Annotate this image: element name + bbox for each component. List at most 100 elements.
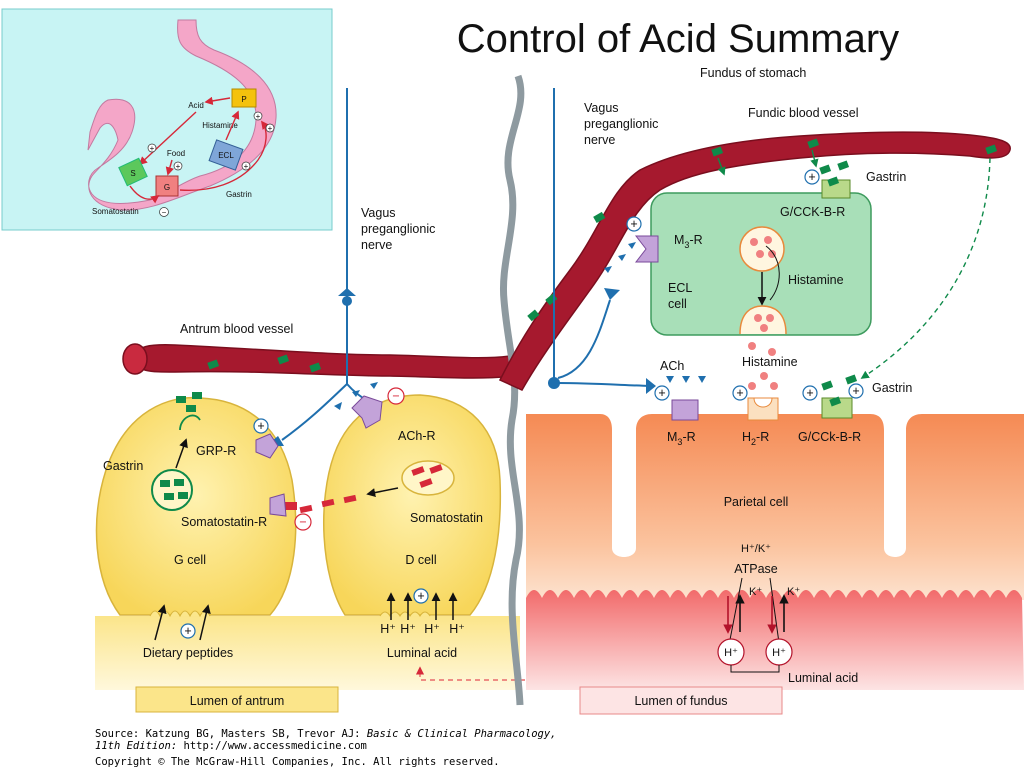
svg-text:−: − [162, 208, 167, 217]
parietal-h2-receptor [747, 397, 779, 421]
source-line-2: 11th Edition: http://www.accessmedicine.… [95, 740, 367, 752]
parietal-cell-label: Parietal cell [724, 495, 789, 509]
ecl-gcck-label: G/CCK-B-R [780, 205, 845, 219]
k-plus-label-2: K⁺ [787, 586, 800, 598]
parietal-m3-receptor [671, 399, 699, 421]
lumen-of-antrum-box [135, 686, 339, 713]
inset-acid-to-s-arrow [138, 111, 197, 166]
h2r-label: H2-R [742, 430, 769, 447]
inset-gastrin-label: Gastrin [226, 190, 252, 199]
inset-ecl-to-p-arrow [225, 110, 240, 141]
vagus-left-label-line1: Vagus [361, 206, 396, 220]
d-cell-acid-arrows [386, 592, 458, 620]
inset-food-arrow [165, 159, 174, 176]
inset-somatostatin-label: Somatostatin [92, 207, 139, 216]
ecl-cell-label-line2: cell [668, 297, 687, 311]
lumen-of-fundus-box [579, 686, 783, 715]
parietal-gcck-label: G/CCk-B-R [798, 430, 861, 444]
somatostatin-r-label: Somatostatin-R [181, 515, 267, 529]
histamine-released-molecules [748, 314, 778, 390]
inset-g-label: G [164, 183, 170, 192]
dietary-peptide-arrow-2 [199, 604, 211, 641]
h-plus-left-1: H⁺ [380, 622, 396, 636]
right-vagus-parietal-terminal [646, 378, 656, 394]
histamine-vesicle-molecules [750, 236, 776, 258]
fundus-of-stomach-label: Fundus of stomach [700, 66, 806, 80]
svg-text:+: + [244, 162, 249, 171]
source-line-1: Source: Katzung BG, Masters SB, Trevor A… [95, 728, 556, 740]
g-cell-label: G cell [174, 553, 206, 567]
svg-text:+: + [417, 589, 424, 603]
inset-p-to-acid-arrow [204, 96, 231, 106]
lumen-of-antrum-label: Lumen of antrum [190, 694, 285, 708]
somatostatin-label: Somatostatin [410, 511, 483, 525]
ecl-m3-receptor [634, 235, 659, 263]
inset-g-box [155, 175, 179, 197]
hk-atpase-leader-right [769, 577, 781, 651]
h-plus-left-4: H⁺ [449, 622, 465, 636]
svg-text:H⁺: H⁺ [724, 647, 738, 659]
ach-label: ACh [660, 359, 684, 373]
hk-atpase-label-line1: H⁺/K⁺ [741, 543, 771, 555]
svg-text:+: + [806, 386, 813, 400]
parietal-tissue [526, 414, 1024, 600]
gastrin-top-label: Gastrin [866, 170, 906, 184]
luminal-acid-left-label: Luminal acid [387, 646, 457, 660]
ecl-m3r-label: M3-R [674, 233, 703, 250]
svg-text:+: + [184, 624, 191, 638]
h-plus-left-2: H⁺ [400, 622, 416, 636]
somatostatin-minus-sign [294, 513, 312, 531]
parietal-m3r-label: M3-R [667, 430, 696, 447]
gastrin-to-parietal-dashed [860, 157, 991, 379]
histamine-released-label: Histamine [742, 355, 798, 369]
inset-histamine-label: Histamine [202, 121, 238, 130]
copyright-line: Copyright © The McGraw-Hill Companies, I… [95, 756, 500, 768]
left-vagus-branch-g [281, 383, 348, 441]
somatostatin-vesicle-molecules [411, 464, 443, 488]
parietal-gcck-plus-sign [802, 385, 818, 401]
right-vagus-branch-ecl [557, 299, 611, 379]
d-cell-microvilli [379, 611, 431, 617]
ach-molecules-antrum [334, 382, 378, 410]
antrum-blood-vessel [134, 344, 513, 379]
gastrin-released-molecules [176, 392, 202, 412]
gastrin-left-label: Gastrin [103, 459, 143, 473]
histamine-label-leader [765, 245, 780, 301]
svg-text:−: − [299, 515, 306, 529]
ecl-m3-plus-sign [626, 216, 642, 232]
fundic-vessel-gastrin-molecules [527, 138, 998, 322]
d-cell-ach-receptor [351, 395, 383, 429]
svg-text:+: + [257, 419, 264, 433]
left-vagus-terminal-cap [338, 288, 356, 296]
right-vagus-ecl-terminal [604, 288, 620, 300]
hk-atpase-leader-left [727, 577, 743, 651]
grp-plus-sign [253, 418, 269, 434]
somatostatin-secretion-arrow [366, 487, 399, 498]
inset-s-label: S [130, 169, 135, 178]
d-cell [322, 394, 502, 616]
inset-somatostatin-arrow [129, 185, 160, 204]
inset-gastrin-pathway [179, 120, 270, 191]
parietal-h2-plus-sign [732, 385, 748, 401]
gastrin-to-ecl-arrow [810, 149, 819, 168]
antrum-vessel-opening [122, 343, 148, 375]
svg-text:+: + [176, 162, 181, 171]
luminal-acid-right-label: Luminal acid [788, 671, 858, 685]
vagus-right-label-line3: nerve [584, 133, 615, 147]
vagus-right-label-line1: Vagus [584, 101, 619, 115]
d-cell-label: D cell [405, 553, 436, 567]
svg-text:+: + [630, 217, 637, 231]
hk-atpase-label-line2: ATPase [734, 562, 778, 576]
d-cell-ach-minus-sign [387, 387, 405, 405]
inset-stomach-diagram: P Acid Histamine ECL Food G S Gastrin So… [1, 8, 333, 231]
right-vagus-ganglion [548, 377, 560, 389]
grp-r-label: GRP-R [196, 444, 236, 458]
ach-r-label: ACh-R [398, 429, 436, 443]
ach-molecules-fundus [604, 242, 706, 383]
svg-text:+: + [808, 170, 815, 184]
g-cell-exocytosis [179, 414, 201, 431]
vagus-right-label-line2: preganglionic [584, 117, 658, 131]
somatostatin-vesicle [401, 460, 455, 496]
inset-ecl-box [208, 139, 244, 171]
right-vagus-branch-parietal [557, 382, 651, 387]
